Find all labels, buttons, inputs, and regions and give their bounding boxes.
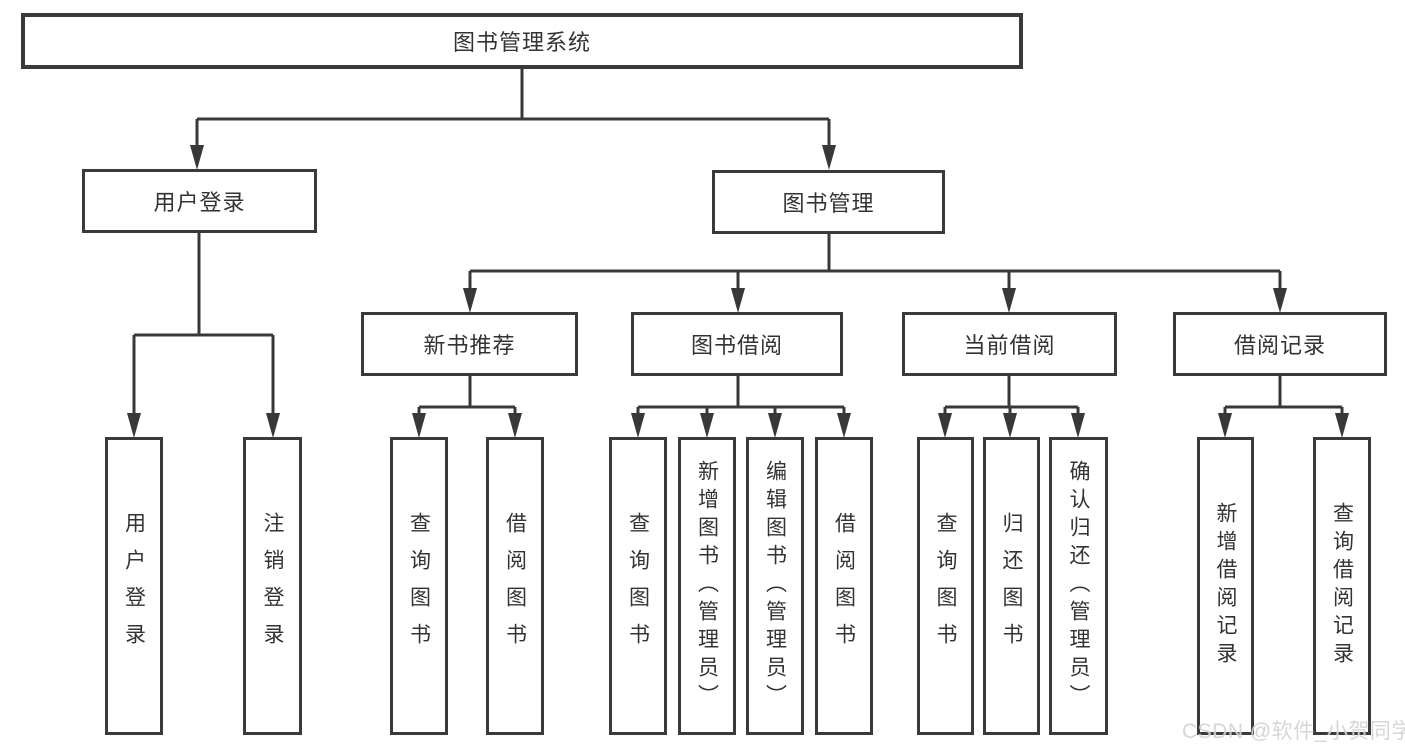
node-label: 编辑图书（管理员）: [763, 460, 787, 712]
node-label: 归还图书: [1000, 512, 1023, 660]
node-user-login: 用户登录: [82, 169, 317, 233]
node-label: 新增图书（管理员）: [695, 460, 719, 712]
leaf-borrow-books-borrowing: 借阅图书: [815, 437, 873, 735]
node-library-system: 图书管理系统: [21, 13, 1023, 69]
node-label: 当前借阅: [963, 333, 1056, 358]
node-label: 用户登录: [153, 190, 246, 215]
leaf-query-books-borrowing: 查询图书: [609, 437, 667, 735]
node-label: 图书借阅: [690, 333, 783, 358]
node-label: 查询图书: [626, 512, 650, 660]
node-label: 图书管理系统: [452, 30, 591, 55]
node-book-management: 图书管理: [712, 170, 945, 234]
node-borrowing-records: 借阅记录: [1173, 312, 1387, 376]
leaf-query-books-current: 查询图书: [917, 437, 974, 735]
leaf-query-borrow-record: 查询借阅记录: [1313, 437, 1371, 735]
node-label: 图书管理: [782, 191, 875, 216]
node-label: 确认归还（管理员）: [1067, 460, 1090, 712]
node-label: 注销登录: [261, 512, 284, 660]
node-current-borrowing: 当前借阅: [902, 312, 1117, 376]
leaf-add-books-admin: 新增图书（管理员）: [678, 437, 736, 735]
leaf-return-books: 归还图书: [983, 437, 1040, 735]
leaf-user-login: 用户登录: [105, 437, 163, 735]
node-label: 查询借阅记录: [1330, 502, 1354, 670]
node-book-borrowing: 图书借阅: [631, 312, 843, 376]
node-new-book-recommend: 新书推荐: [361, 312, 578, 376]
node-label: 借阅图书: [832, 512, 856, 660]
node-label: 新增借阅记录: [1214, 502, 1237, 670]
leaf-borrow-books-recommend: 借阅图书: [486, 437, 544, 735]
leaf-logout: 注销登录: [243, 437, 302, 735]
leaf-add-borrow-record: 新增借阅记录: [1197, 437, 1254, 735]
node-label: 借阅图书: [503, 512, 527, 660]
leaf-edit-books-admin: 编辑图书（管理员）: [746, 437, 804, 735]
leaf-confirm-return-admin: 确认归还（管理员）: [1049, 437, 1108, 735]
node-label: 借阅记录: [1233, 333, 1326, 358]
node-label: 查询图书: [407, 512, 431, 660]
node-label: 新书推荐: [423, 333, 516, 358]
leaf-query-books-recommend: 查询图书: [390, 437, 448, 735]
csdn-watermark: CSDN @软件_小贺同学: [1182, 720, 1405, 743]
node-label: 查询图书: [934, 512, 957, 660]
node-label: 用户登录: [122, 512, 146, 660]
